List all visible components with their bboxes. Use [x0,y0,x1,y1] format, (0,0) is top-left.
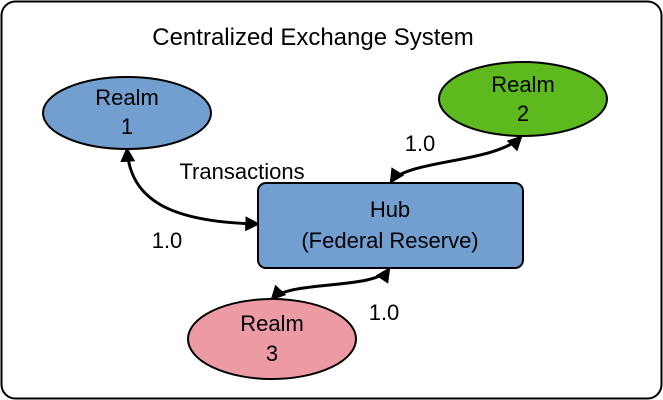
edge-realm2-hub [389,135,523,184]
realm-2-node: Realm 2 [438,61,608,137]
realm-3-label-line1: Realm [240,311,304,336]
edge-realm1-hub [120,146,261,232]
realm-1-node: Realm 1 [42,76,212,150]
realm-1-label-line2: 1 [121,114,133,139]
diagram-title: Centralized Exchange System [152,24,474,51]
realm-3-shape [187,298,357,380]
hub-node: Hub (Federal Reserve) [257,182,524,269]
hub-label-line2: (Federal Reserve) [301,228,478,253]
edge-label-realm3-hub: 1.0 [369,300,400,325]
realm-3-label-line2: 3 [266,341,278,366]
edge-label-realm2-hub: 1.0 [405,131,436,156]
realm-1-shape [42,76,212,150]
transactions-label: Transactions [179,159,304,184]
edge-label-realm1-hub: 1.0 [152,228,183,253]
realm-3-node: Realm 3 [187,298,357,380]
realm-2-label-line2: 2 [517,101,529,126]
edge-realm3-hub [270,267,391,301]
realm-2-shape [438,61,608,137]
realm-1-label-line1: Realm [95,85,159,110]
realm-2-label-line1: Realm [491,72,555,97]
hub-label-line1: Hub [370,197,410,222]
hub-shape [257,182,524,269]
